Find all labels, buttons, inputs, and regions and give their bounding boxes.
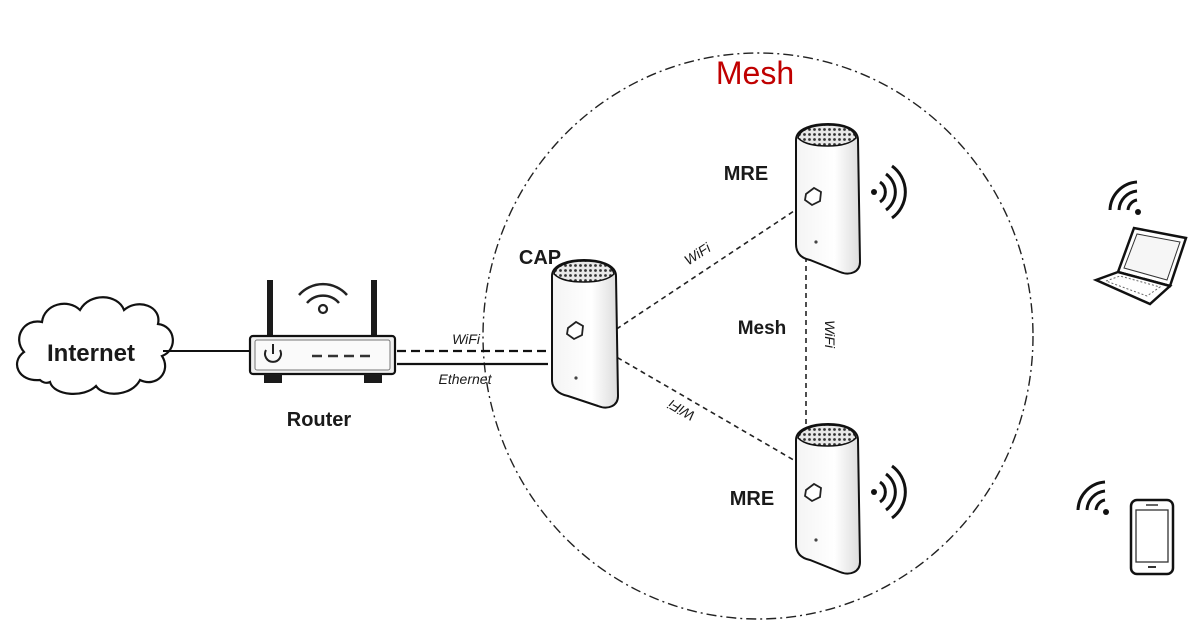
cap-mre-bottom-link xyxy=(593,343,805,467)
mre-bottom-label: MRE xyxy=(730,488,774,510)
router-cap-ethernet-label: Ethernet xyxy=(439,371,493,387)
mre-mre-label: WiFi xyxy=(822,320,838,349)
mesh-title: Mesh xyxy=(716,55,794,91)
laptop-icon xyxy=(1092,226,1188,306)
wifi-signal-icon xyxy=(1076,480,1109,515)
router-label: Router xyxy=(287,409,352,431)
cap-label: CAP xyxy=(519,247,561,269)
router-cap-wifi-label: WiFi xyxy=(452,331,481,347)
smartphone-icon xyxy=(1129,498,1175,576)
cap-mre-bottom-label: WiFi xyxy=(665,396,698,424)
cloud-icon xyxy=(16,296,174,395)
mesh-node-icon xyxy=(551,258,620,409)
mesh-node-icon xyxy=(795,422,862,575)
internet-label: Internet xyxy=(47,340,135,367)
mesh-boundary xyxy=(482,52,1034,620)
wifi-signal-icon xyxy=(871,164,907,220)
cap-mre-top-link xyxy=(593,202,807,345)
wifi-signal-icon xyxy=(871,464,907,520)
mesh-center-label: Mesh xyxy=(738,318,787,339)
mre-top-label: MRE xyxy=(724,163,768,185)
mesh-node-icon xyxy=(795,122,862,275)
router-icon xyxy=(248,280,397,383)
wifi-signal-icon xyxy=(1108,180,1141,215)
cap-mre-top-label: WiFi xyxy=(681,239,714,268)
